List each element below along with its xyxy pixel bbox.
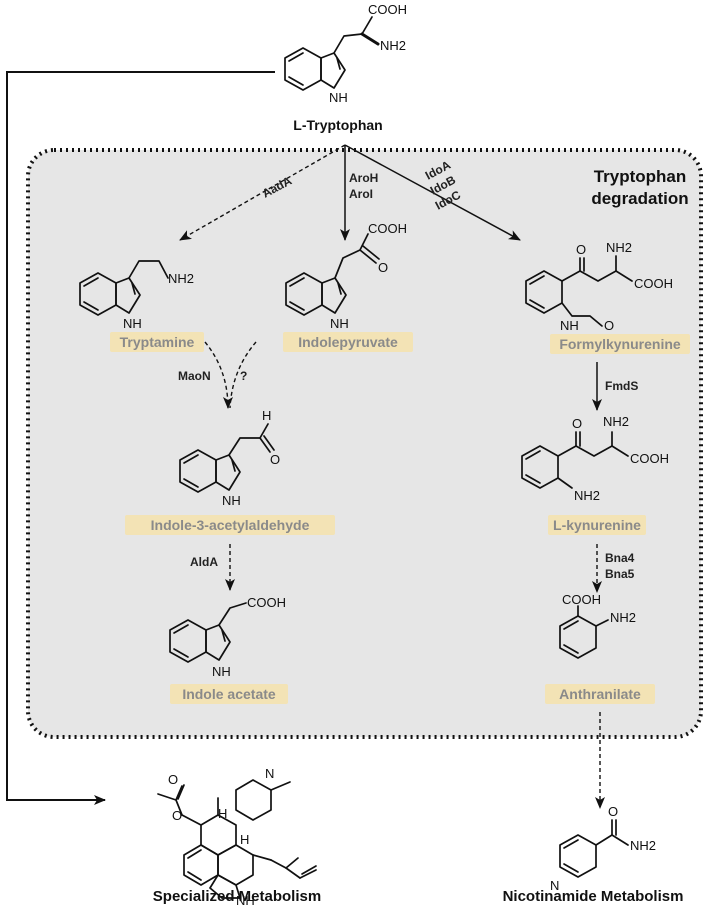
tryptophan-structure: COOH NH2 NH xyxy=(284,2,407,105)
indole-acetate-cooh-label: COOH xyxy=(247,595,286,610)
nicotinamide-structure: O NH2 N xyxy=(550,804,656,893)
anthranilate-nh2-label: NH2 xyxy=(610,610,636,625)
indolepyruvate-cooh-label: COOH xyxy=(368,221,407,236)
panel-title-line1: Tryptophan xyxy=(594,167,687,186)
arrow-maon xyxy=(204,341,233,409)
kynurenine-structure: O NH2 COOH NH2 xyxy=(521,414,669,503)
enzyme-alda: AldA xyxy=(190,555,218,569)
kyn-o-label: O xyxy=(572,416,582,431)
enzyme-maon: MaoN xyxy=(178,369,211,383)
enzyme-aroh: AroH xyxy=(349,171,378,185)
acetaldehyde-nh-label: NH xyxy=(222,493,241,508)
arrow-aada xyxy=(179,144,346,241)
specialized-h2-label: H xyxy=(240,832,249,847)
fk-cooh-label: COOH xyxy=(634,276,673,291)
specialized-n-label: N xyxy=(265,766,274,781)
kyn-cooh-label: COOH xyxy=(630,451,669,466)
acetaldehyde-h-label: H xyxy=(262,408,271,423)
panel-title-line2: degradation xyxy=(591,189,688,208)
trp-nh-label: NH xyxy=(329,90,348,105)
fk-nh2-label: NH2 xyxy=(606,240,632,255)
enzyme-bna5: Bna5 xyxy=(605,567,635,581)
trp-nh2-label: NH2 xyxy=(380,38,406,53)
trp-cooh-label: COOH xyxy=(368,2,407,17)
nicotinamide-nh2-label: NH2 xyxy=(630,838,656,853)
compound-indole-acetate: Indole acetate xyxy=(182,686,276,702)
arrow-unknown xyxy=(229,341,257,409)
compound-l-kynurenine: L-kynurenine xyxy=(553,517,641,533)
acetaldehyde-structure: H O NH xyxy=(179,408,280,508)
enzyme-bna4: Bna4 xyxy=(605,551,635,565)
nicotinamide-o-label: O xyxy=(608,804,618,819)
tryptamine-nh2-label: NH2 xyxy=(168,271,194,286)
compound-anthranilate: Anthranilate xyxy=(559,686,641,702)
output-nicotinamide-text: Nicotinamide Metabolism xyxy=(502,888,684,905)
enzyme-fmds: FmdS xyxy=(605,379,638,393)
specialized-h-label: H xyxy=(218,806,227,821)
indolepyruvate-nh-label: NH xyxy=(330,316,349,331)
arrow-ido xyxy=(344,144,521,241)
degradation-panel xyxy=(26,148,703,739)
specialized-nh-label: NH xyxy=(236,893,255,908)
kyn-nh2-label: NH2 xyxy=(603,414,629,429)
anthranilate-cooh-label: COOH xyxy=(562,592,601,607)
specialized-o2-label: O xyxy=(172,808,182,823)
compound-tryptamine: Tryptamine xyxy=(120,334,195,350)
fk-o2-label: O xyxy=(604,318,614,333)
enzyme-unknown: ? xyxy=(240,369,247,383)
output-specialized-text: Specialized Metabolism xyxy=(152,888,322,905)
indolepyruvate-structure: COOH O NH xyxy=(285,221,407,331)
specialized-structure: N H H O O NH xyxy=(157,766,317,908)
compound-formylkynurenine: Formylkynurenine xyxy=(559,336,681,352)
indole-acetate-structure: COOH NH xyxy=(169,595,286,679)
specialized-o-label: O xyxy=(168,772,178,787)
indole-acetate-nh-label: NH xyxy=(212,664,231,679)
compound-tryptophan: L-Tryptophan xyxy=(293,117,382,133)
arrow-to-specialized xyxy=(6,71,275,805)
anthranilate-structure: COOH NH2 xyxy=(559,592,636,659)
acetaldehyde-o-label: O xyxy=(270,452,280,467)
compound-indole-acetaldehyde: Indole-3-acetylaldehyde xyxy=(151,517,310,533)
compound-indolepyruvate: Indolepyruvate xyxy=(298,334,398,350)
tryptamine-structure: NH2 NH xyxy=(79,260,194,331)
tryptamine-nh-label: NH xyxy=(123,316,142,331)
fk-o-label: O xyxy=(576,242,586,257)
enzyme-aroi: AroI xyxy=(349,187,373,201)
nicotinamide-n-label: N xyxy=(550,878,559,893)
kyn-nh2-2-label: NH2 xyxy=(574,488,600,503)
fk-nh-label: NH xyxy=(560,318,579,333)
indolepyruvate-o-label: O xyxy=(378,260,388,275)
formylkynurenine-structure: O NH2 COOH NH O xyxy=(525,240,673,333)
